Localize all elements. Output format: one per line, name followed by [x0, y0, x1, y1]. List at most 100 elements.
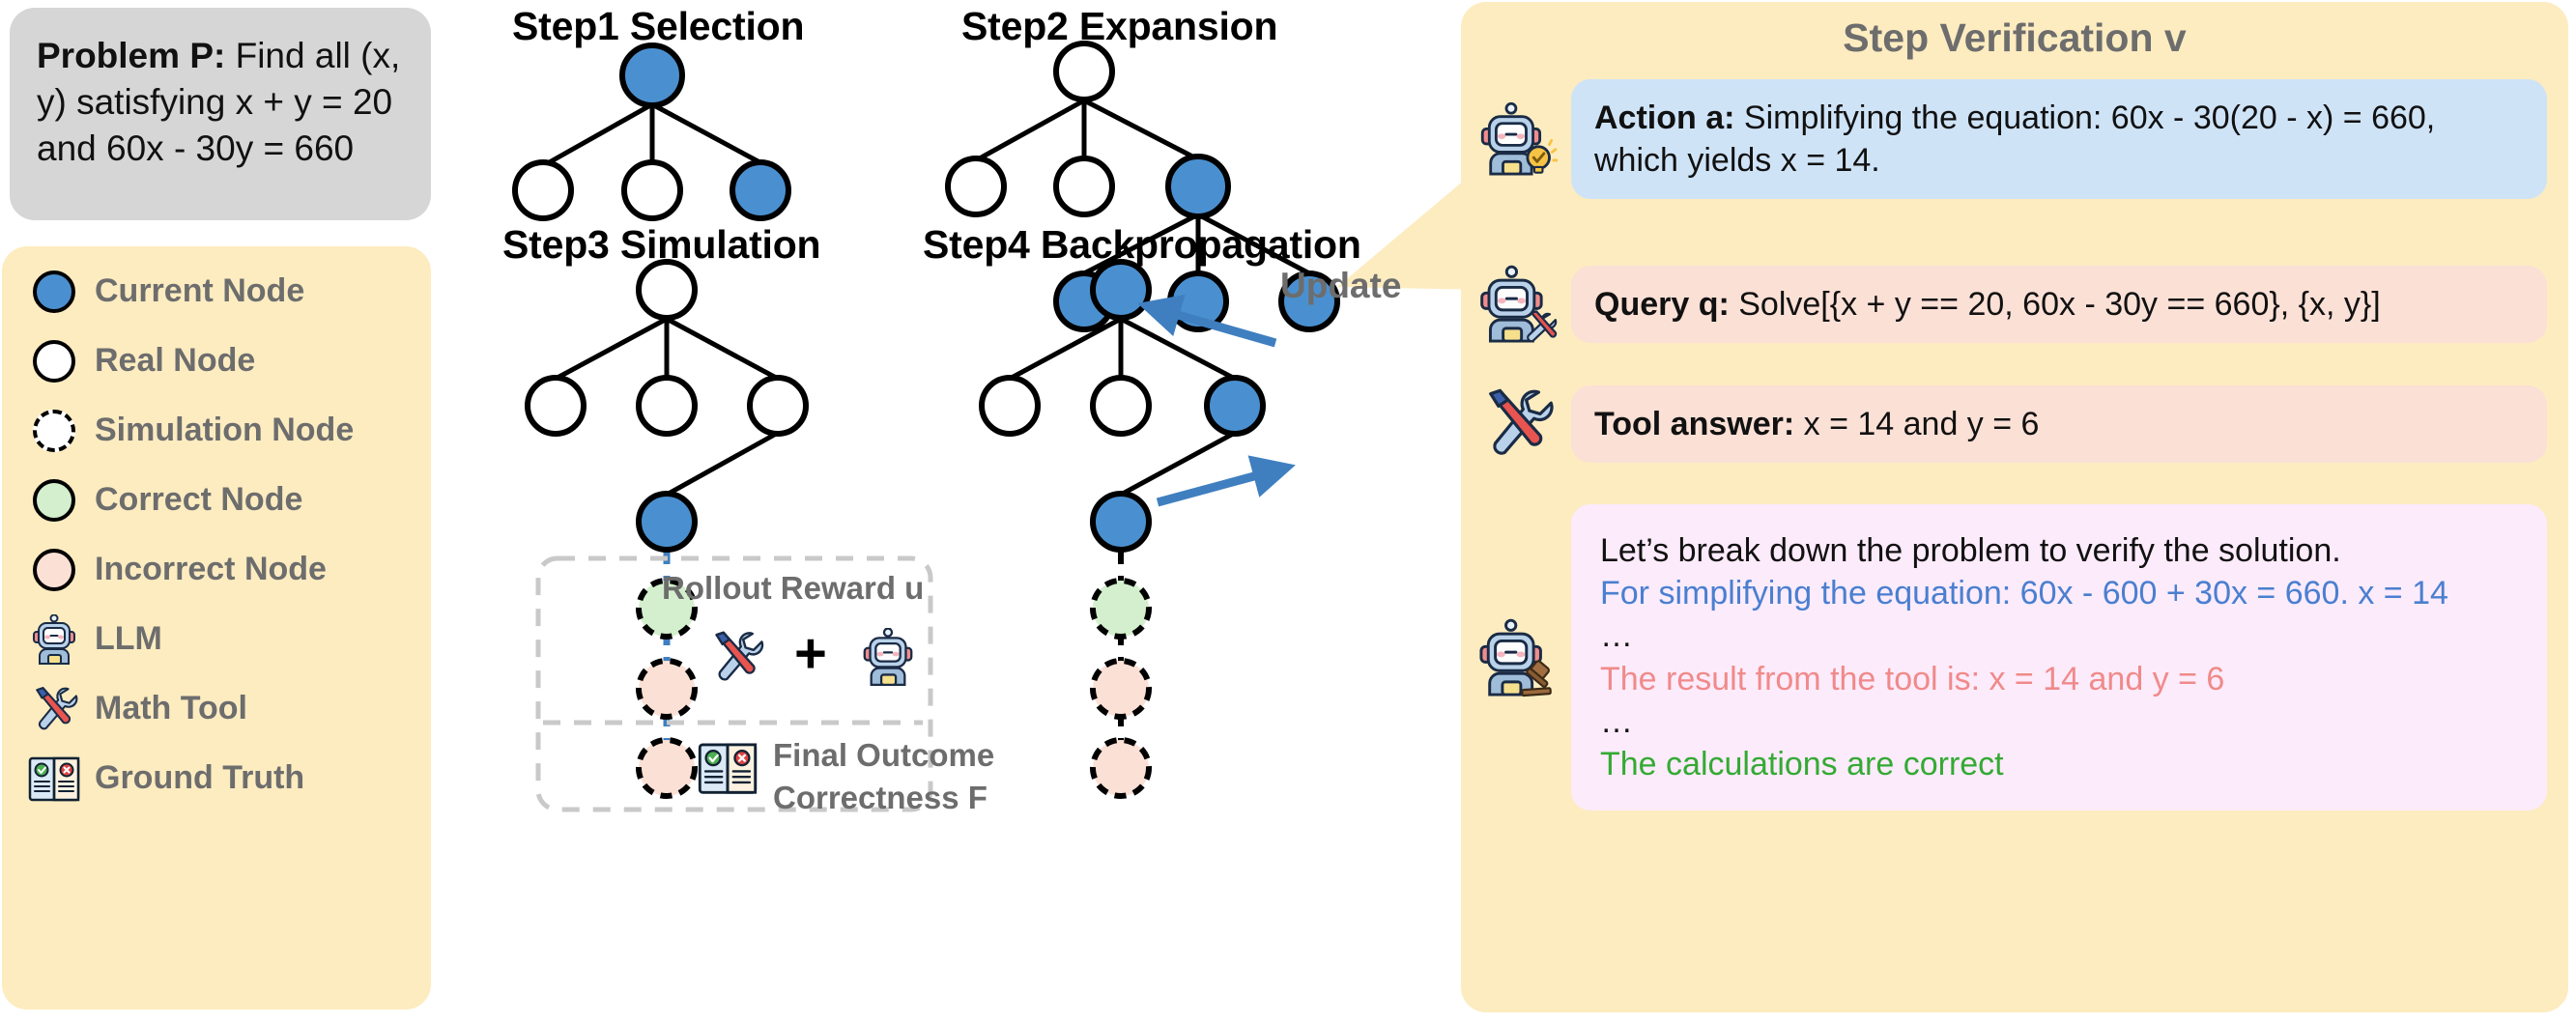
step3-tree	[525, 259, 933, 812]
legend-label: Ground Truth	[95, 759, 305, 796]
ground-truth-book-icon	[698, 740, 758, 801]
legend-panel: Current Node Real Node Simulation Node C…	[2, 246, 431, 1010]
verification-row-action: Action a: Simplifying the equation: 60x …	[1478, 79, 2553, 200]
step1-title: Step1 Selection	[512, 4, 805, 48]
correct-node-circle-icon	[27, 478, 81, 522]
verification-row-judge: Let’s break down the problem to verify t…	[1478, 504, 2553, 811]
action-label: Action a:	[1594, 100, 1735, 136]
tool-label: Tool answer:	[1594, 405, 1795, 442]
legend-item-ground-truth: Ground Truth	[27, 751, 431, 806]
ground-truth-book-icon	[27, 754, 81, 803]
query-text: Solve[{x + y == 20, 60x - 30y == 660}, {…	[1729, 285, 2381, 323]
rollout-reward-box	[535, 555, 933, 812]
final-outcome-label: Final Outcome Correctness F	[773, 734, 995, 818]
action-text: Simplifying the equation: 60x - 30(20 - …	[1594, 100, 2436, 180]
query-box: Query q: Solve[{x + y == 20, 60x - 30y =…	[1571, 265, 2547, 344]
step1-tree	[512, 43, 791, 221]
tree-node-incorrect-sim	[636, 737, 698, 799]
verification-row-tool: Tool answer: x = 14 and y = 6	[1478, 384, 2553, 464]
final-outcome-line2: Correctness F	[773, 779, 987, 815]
verify-line: Let’s break down the problem to verify t…	[1600, 532, 2341, 569]
tree-node-current	[730, 159, 791, 221]
tree-node-current	[1204, 375, 1266, 437]
tree-node-real	[621, 159, 683, 221]
llm-robot-icon	[860, 627, 916, 691]
verification-row-query: Query q: Solve[{x + y == 20, 60x - 30y =…	[1478, 265, 2553, 344]
legend-item-real-node: Real Node	[27, 333, 431, 388]
verify-line: The calculations are correct	[1600, 745, 2004, 782]
problem-text: Find all (x, y) satisfying x + y = 20 an…	[37, 36, 401, 169]
legend-label: Real Node	[95, 342, 256, 379]
tree-node-real	[636, 375, 698, 437]
current-node-circle-icon	[27, 270, 81, 313]
mcts-steps-area: Step1 Selection Step2 Expansion Step3 Si…	[435, 0, 1483, 1024]
tree-node-current	[1278, 270, 1340, 332]
verification-box: Let’s break down the problem to verify t…	[1571, 504, 2547, 811]
step3-title: Step3 Simulation	[502, 222, 821, 267]
update-arrow-upper	[1137, 294, 1277, 348]
verify-line: The result from the tool is: x = 14 and …	[1600, 660, 2225, 697]
problem-card: Problem P: Find all (x, y) satisfying x …	[10, 8, 431, 220]
mcts-diagram-svg	[512, 41, 1483, 812]
verify-line: …	[1600, 617, 1635, 655]
tree-node-real	[747, 375, 809, 437]
problem-label: Problem P:	[37, 36, 226, 75]
tree-node-current	[619, 43, 685, 108]
llm-idea-robot-icon	[1478, 100, 1560, 179]
legend-label: Math Tool	[95, 690, 247, 726]
step-verification-panel: Step Verification v	[1461, 2, 2568, 1012]
legend-label: Simulation Node	[95, 412, 355, 448]
step2-title: Step2 Expansion	[961, 4, 1278, 48]
tree-node-real	[945, 156, 1007, 217]
tree-node-current	[1090, 259, 1152, 321]
step2-tree	[945, 41, 1340, 332]
tree-node-incorrect-sim	[636, 658, 698, 720]
legend-label: Correct Node	[95, 481, 303, 518]
tree-node-current	[636, 491, 698, 553]
tool-text: x = 14 and y = 6	[1794, 405, 2040, 442]
legend-item-simulation-node: Simulation Node	[27, 403, 431, 458]
llm-robot-icon	[27, 613, 81, 665]
action-box: Action a: Simplifying the equation: 60x …	[1571, 79, 2547, 200]
math-tool-icon	[27, 684, 81, 734]
legend-item-current-node: Current Node	[27, 264, 431, 319]
incorrect-node-circle-icon	[27, 548, 81, 591]
verify-line: For simplifying the equation: 60x - 600 …	[1600, 575, 2448, 612]
verify-line: …	[1600, 702, 1635, 740]
plus-sign: +	[794, 622, 827, 685]
tree-node-correct-sim	[1090, 578, 1152, 640]
tree-node-real	[636, 259, 698, 321]
tree-node-current	[1090, 491, 1152, 553]
legend-item-llm: LLM	[27, 612, 431, 667]
tree-node-current	[1165, 154, 1231, 219]
tool-answer-box: Tool answer: x = 14 and y = 6	[1571, 384, 2547, 464]
query-label: Query q:	[1594, 285, 1730, 323]
tree-node-incorrect-sim	[1090, 658, 1152, 720]
tree-node-real	[979, 375, 1041, 437]
tree-node-real	[525, 375, 587, 437]
final-outcome-line1: Final Outcome	[773, 737, 995, 773]
tree-node-real	[1090, 375, 1152, 437]
tree-node-correct-sim	[636, 578, 698, 640]
rollout-reward-label: Rollout Reward u	[662, 570, 925, 606]
step4-tree	[979, 259, 1296, 799]
real-node-circle-icon	[27, 339, 81, 383]
math-tool-icon	[707, 628, 765, 691]
tree-node-real	[1053, 41, 1115, 102]
callout-wedge	[1337, 164, 1483, 290]
simulation-node-circle-icon	[27, 409, 81, 452]
legend-label: Current Node	[95, 272, 305, 309]
update-label: Update	[1280, 266, 1402, 305]
tree-node-real	[1053, 156, 1115, 217]
legend-item-correct-node: Correct Node	[27, 472, 431, 527]
legend-item-incorrect-node: Incorrect Node	[27, 542, 431, 597]
tree-node-real	[512, 159, 574, 221]
legend-item-math-tool: Math Tool	[27, 681, 431, 736]
legend-label: LLM	[95, 620, 162, 657]
tree-node-incorrect-sim	[1090, 737, 1152, 799]
panel-title: Step Verification v	[1843, 15, 2187, 60]
math-tool-icon	[1478, 384, 1558, 464]
legend-label: Incorrect Node	[95, 551, 327, 587]
llm-tool-robot-icon	[1478, 265, 1558, 344]
